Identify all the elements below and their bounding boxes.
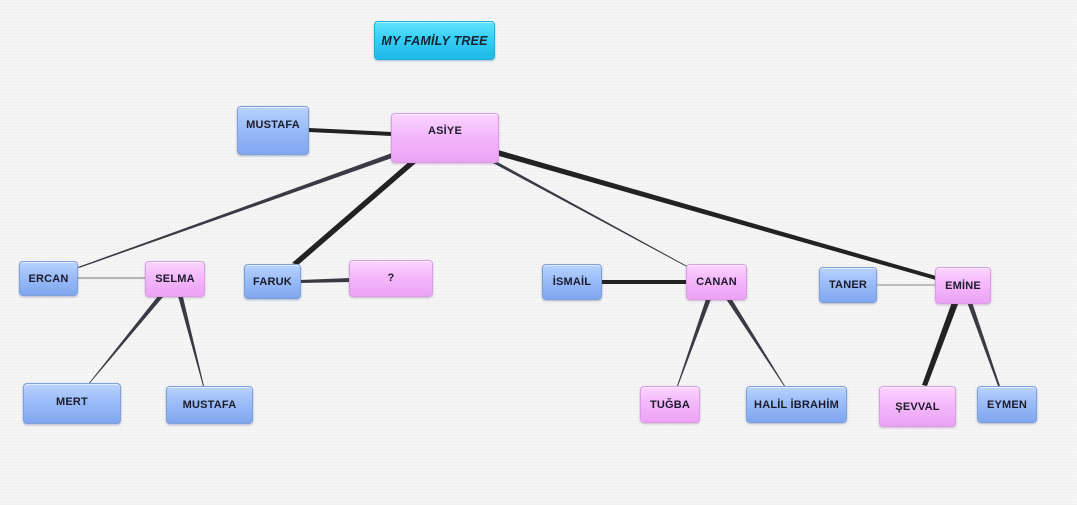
person-name: İSMAİL xyxy=(552,276,592,288)
person-name: ? xyxy=(387,272,395,284)
edge-asiye-emine xyxy=(498,150,936,280)
person-name: SELMA xyxy=(155,273,195,285)
person-node-mustafa-top[interactable]: MUSTAFA xyxy=(237,106,309,155)
person-name: CANAN xyxy=(696,276,737,288)
person-node-selma[interactable]: SELMA xyxy=(145,261,205,297)
tree-title: MY FAMİLY TREE xyxy=(374,21,495,60)
person-name: MERT xyxy=(56,396,88,408)
person-name: TANER xyxy=(828,279,868,291)
edge-asiye-ercan-taper xyxy=(78,153,392,268)
edge-asiye-faruk xyxy=(292,160,417,265)
tree-title-text: MY FAMİLY TREE xyxy=(381,33,488,48)
person-name: ASİYE xyxy=(427,125,462,137)
edge-emine-eymen xyxy=(967,302,1000,386)
person-node-ismail[interactable]: İSMAİL xyxy=(542,264,602,300)
person-node-faruk[interactable]: FARUK xyxy=(244,264,301,299)
person-node-eymen[interactable]: EYMEN xyxy=(977,386,1037,423)
edge-emine-sevval xyxy=(922,302,958,386)
edge-canan-halil xyxy=(726,298,785,386)
person-node-mert[interactable]: MERT xyxy=(23,383,121,424)
edge-asiye-canan xyxy=(490,158,687,267)
person-name: EYMEN xyxy=(986,398,1028,411)
person-node-sevval[interactable]: ŞEVVAL xyxy=(879,386,956,427)
person-name: ERCAN xyxy=(28,272,69,285)
edge-faruk-unknown xyxy=(300,278,350,283)
person-node-ercan[interactable]: ERCAN xyxy=(19,261,78,296)
person-name: EMİNE xyxy=(945,279,981,292)
person-node-unknown[interactable]: ? xyxy=(349,260,433,297)
person-node-halil-ibrahim[interactable]: HALİL İBRAHİM xyxy=(746,386,847,423)
person-name: ŞEVVAL xyxy=(895,400,940,413)
person-name: MUSTAFA xyxy=(182,399,237,411)
person-node-taner[interactable]: TANER xyxy=(819,267,877,303)
person-node-tugba[interactable]: TUĞBA xyxy=(640,386,700,423)
person-node-canan[interactable]: CANAN xyxy=(686,264,747,300)
edge-mustafa-asiye xyxy=(307,128,394,136)
person-name: TUĞBA xyxy=(649,398,691,411)
person-node-emine[interactable]: EMİNE xyxy=(935,267,991,304)
person-name: FARUK xyxy=(253,275,292,288)
person-node-mustafa-child[interactable]: MUSTAFA xyxy=(166,386,253,424)
edge-selma-mustafa xyxy=(178,296,204,386)
person-node-asiye[interactable]: ASİYE xyxy=(391,113,499,163)
person-name: HALİL İBRAHİM xyxy=(754,398,839,411)
edge-canan-tugba xyxy=(677,299,711,386)
edge-selma-mert xyxy=(89,296,163,383)
person-name: MUSTAFA xyxy=(246,119,300,131)
